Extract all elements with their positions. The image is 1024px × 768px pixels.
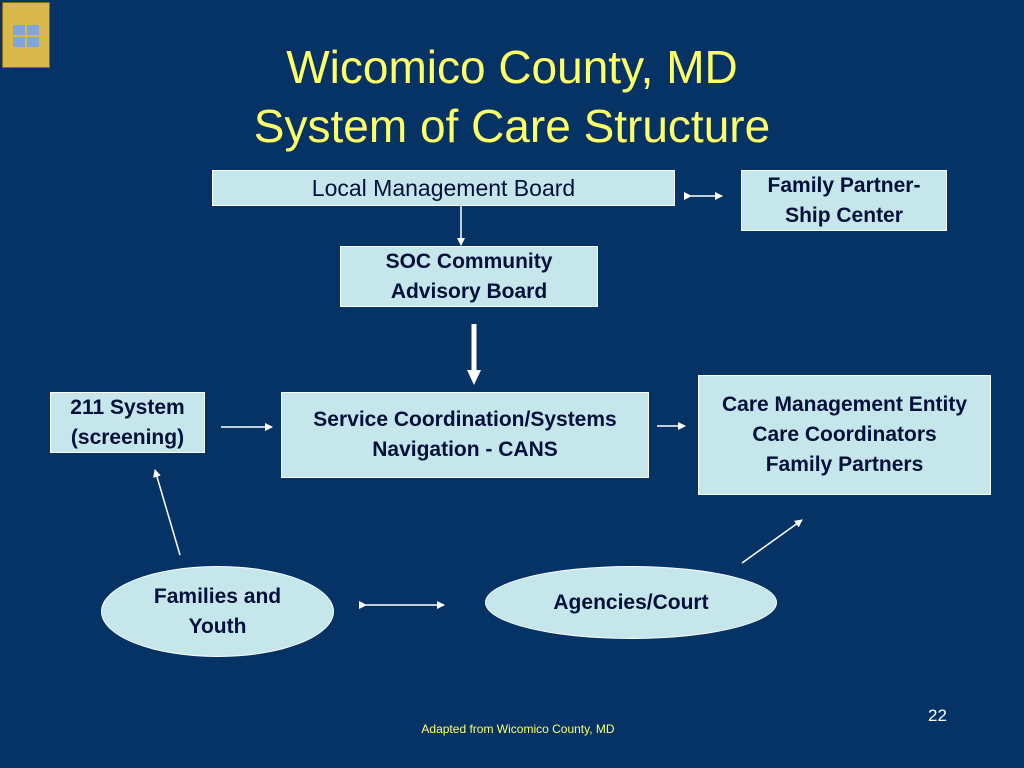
- node-local-management-board: Local Management Board: [212, 170, 675, 206]
- arrow-agencies-care: [741, 519, 803, 564]
- arrow-soc-service-head: [467, 370, 481, 385]
- node-family-partnership-center: Family Partner- Ship Center: [741, 170, 947, 231]
- slide-title-line2: System of Care Structure: [253, 100, 771, 152]
- node-soc-community-advisory-board: SOC Community Advisory Board: [340, 246, 598, 307]
- footer-credit: Adapted from Wicomico County, MD: [421, 722, 615, 736]
- node-service-coordination: Service Coordination/Systems Navigation …: [281, 392, 649, 478]
- node-agencies-court: Agencies/Court: [485, 566, 777, 639]
- node-211-system: 211 System (screening): [50, 392, 205, 453]
- page-number: 22: [928, 706, 947, 725]
- book-cover-logo: [2, 2, 50, 68]
- arrow-families-211: [153, 469, 181, 556]
- node-care-management-entity: Care Management Entity Care Coordinators…: [698, 375, 991, 495]
- node-families-and-youth: Families and Youth: [101, 566, 334, 657]
- slide-title-line1: Wicomico County, MD: [286, 41, 738, 93]
